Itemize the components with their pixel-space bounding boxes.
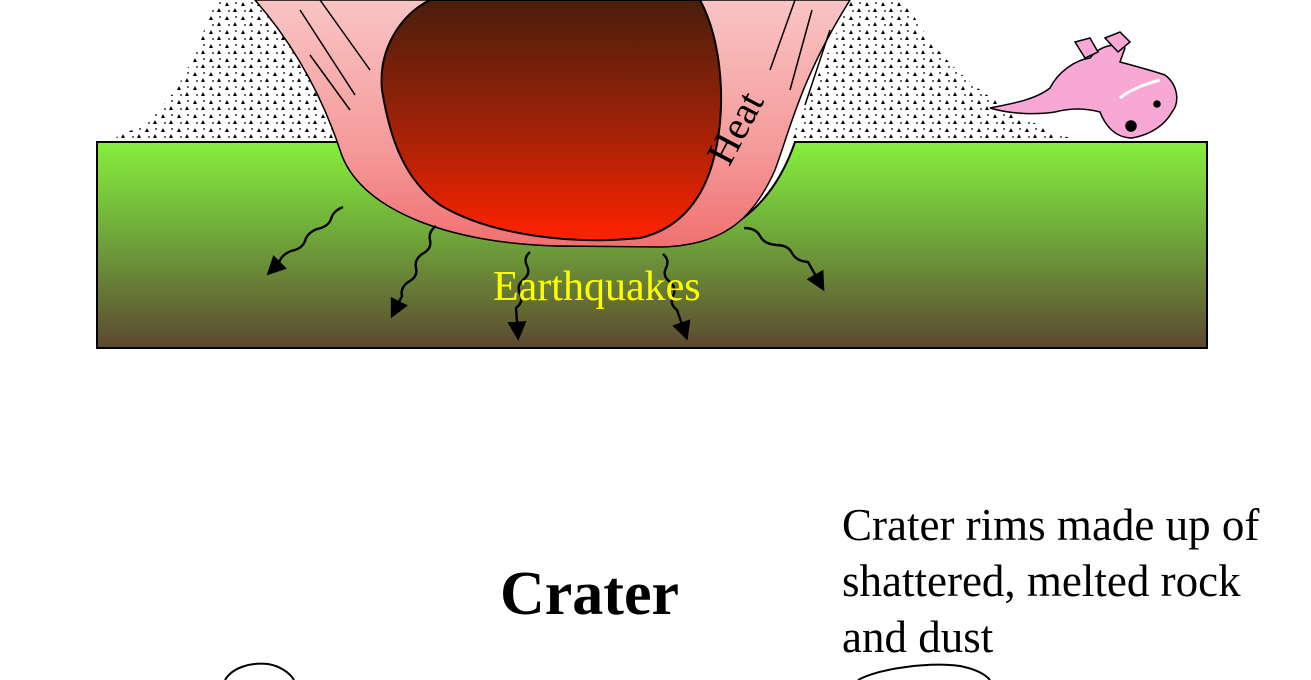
shockwave-arrows bbox=[266, 205, 825, 341]
crater-title: Crater bbox=[500, 560, 679, 628]
shockwave-arrow-icon bbox=[743, 226, 825, 292]
shockwave-arrow-icon bbox=[507, 251, 531, 341]
pink-creature-icon bbox=[989, 31, 1178, 139]
crater-rim-caption: Crater rims made up of shattered, melted… bbox=[842, 500, 1260, 662]
shockwave-arrow-icon bbox=[662, 253, 691, 341]
heat-lines bbox=[299, 0, 831, 111]
crater-sketch-right bbox=[857, 663, 991, 680]
crater-sketch-left bbox=[224, 662, 295, 680]
shockwave-arrow-icon bbox=[266, 205, 344, 276]
shockwave-arrow-icon bbox=[390, 225, 437, 319]
impactor bbox=[380, 0, 722, 242]
earthquakes-label: Earthquakes bbox=[493, 264, 701, 310]
